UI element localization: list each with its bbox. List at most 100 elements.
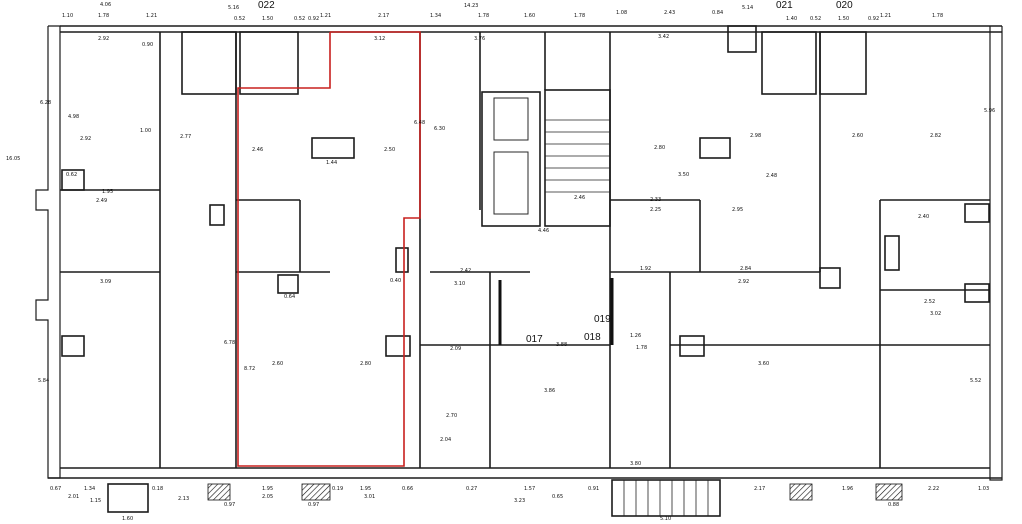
column <box>964 203 990 223</box>
dimension-label: 2.46 <box>252 147 263 153</box>
dimension-label: 1.10 <box>62 13 73 19</box>
dimension-label: 0.18 <box>152 486 163 492</box>
dimension-label: 2.77 <box>180 134 191 140</box>
elevator-car <box>493 151 529 215</box>
dimension-label: 6.30 <box>434 126 445 132</box>
dimension-label: 1.60 <box>122 516 133 522</box>
dimension-label: 1.78 <box>636 345 647 351</box>
dimension-label: 2.33 <box>650 197 661 203</box>
dimension-label: 0.91 <box>588 486 599 492</box>
dimension-label: 1.78 <box>932 13 943 19</box>
top-dimension-labels: 1.10 1.78 1.21 0.52 1.50 0.92 0.52 1.21 … <box>62 2 943 22</box>
entrance-landing <box>611 479 721 517</box>
dimension-label: 0.27 <box>466 486 477 492</box>
dimension-label: 2.60 <box>272 361 283 367</box>
dimension-label: 2.92 <box>98 36 109 42</box>
column <box>884 235 900 271</box>
dimension-label: 0.92 <box>308 16 319 22</box>
dimension-label: 5.84 <box>38 378 49 384</box>
dimension-label: 3.23 <box>514 498 525 504</box>
dimension-label: 1.78 <box>574 13 585 19</box>
dimension-label: 0.40 <box>390 278 401 284</box>
column <box>61 169 85 191</box>
dimension-label: 3.88 <box>556 342 567 348</box>
dimension-label: 5.96 <box>984 108 995 114</box>
dimension-label: 1.60 <box>524 13 535 19</box>
room-dimension-labels: 2.92 2.77 2.46 2.50 3.12 3.76 3.42 2.92 … <box>6 34 995 467</box>
shaft-box <box>727 25 757 53</box>
dimension-label: 2.09 <box>450 346 461 352</box>
pillar-hatch <box>875 483 903 501</box>
dimension-label: 2.70 <box>446 413 457 419</box>
dimension-label: 0.90 <box>142 42 153 48</box>
dimension-label: 2.05 <box>262 494 273 500</box>
dimension-label: 2.17 <box>378 13 389 19</box>
dimension-label: 2.92 <box>738 279 749 285</box>
dimension-label: 1.78 <box>98 13 109 19</box>
dimension-label: 2.95 <box>732 207 743 213</box>
dimension-label: 1.00 <box>140 128 151 134</box>
outer-wall-right <box>989 26 1003 481</box>
room-number-018: 018 <box>584 332 601 343</box>
dimension-label: 3.80 <box>630 461 641 467</box>
dimension-label: 1.21 <box>880 13 891 19</box>
entrance-stair <box>107 479 721 517</box>
dimension-label: 0.52 <box>810 16 821 22</box>
elevator-shaft <box>481 91 541 227</box>
bath-box <box>181 31 237 95</box>
dimension-label: 1.57 <box>524 486 535 492</box>
dimension-label: 5.52 <box>970 378 981 384</box>
dimension-label: 0.65 <box>552 494 563 500</box>
column <box>395 247 409 273</box>
bathroom-boxes <box>61 25 990 357</box>
dimension-label: 1.96 <box>842 486 853 492</box>
dimension-label: 5.16 <box>228 5 239 11</box>
dimension-label: 1.34 <box>430 13 441 19</box>
dimension-label: 1.50 <box>838 16 849 22</box>
highlighted-unit-outline <box>237 31 421 467</box>
column <box>209 204 225 226</box>
dimension-label: 5.10 <box>660 516 671 522</box>
dimension-label: 5.14 <box>742 5 753 11</box>
dimension-label: 2.43 <box>664 10 675 16</box>
bottom-dimension-labels: 0.67 1.34 2.01 0.18 2.13 1.95 2.05 0.19 … <box>50 486 989 522</box>
dimension-label: 0.62 <box>66 172 77 178</box>
stair-enclosure <box>544 89 611 227</box>
dimension-label: 1.26 <box>630 333 641 339</box>
column <box>61 335 85 357</box>
entrance-step <box>107 483 149 513</box>
dimension-label: 0.92 <box>868 16 879 22</box>
dimension-label: 2.80 <box>654 145 665 151</box>
dimension-label: 6.78 <box>224 340 235 346</box>
room-number-019: 019 <box>594 314 611 325</box>
dimension-label: 0.97 <box>308 502 319 508</box>
dimension-label: 2.42 <box>460 268 471 274</box>
column <box>679 335 705 357</box>
dimension-label: 1.40 <box>786 16 797 22</box>
column <box>277 274 299 294</box>
dimension-label: 1.08 <box>616 10 627 16</box>
room-number-017: 017 <box>526 334 543 345</box>
hatched-pillars <box>207 483 903 501</box>
dimension-label: 14.23 <box>464 3 478 9</box>
dimension-label: 1.92 <box>640 266 651 272</box>
outer-wall-top-left <box>35 25 61 479</box>
dimension-label: 2.52 <box>924 299 935 305</box>
dimension-label: 0.67 <box>50 486 61 492</box>
pillar-hatch <box>789 483 813 501</box>
dimension-label: 3.86 <box>544 388 555 394</box>
elevator-car <box>493 97 529 141</box>
bath-box <box>819 31 867 95</box>
dimension-label: 3.50 <box>678 172 689 178</box>
dimension-label: 3.01 <box>364 494 375 500</box>
pillar-hatch <box>207 483 231 501</box>
dimension-label: 0.19 <box>332 486 343 492</box>
interior-walls <box>60 32 990 468</box>
dimension-label: 3.60 <box>758 361 769 367</box>
dimension-label: 3.02 <box>930 311 941 317</box>
room-number-020: 020 <box>836 0 853 11</box>
dimension-label: 6.48 <box>414 120 425 126</box>
bath-box <box>239 31 299 95</box>
pillar-hatch <box>301 483 331 501</box>
